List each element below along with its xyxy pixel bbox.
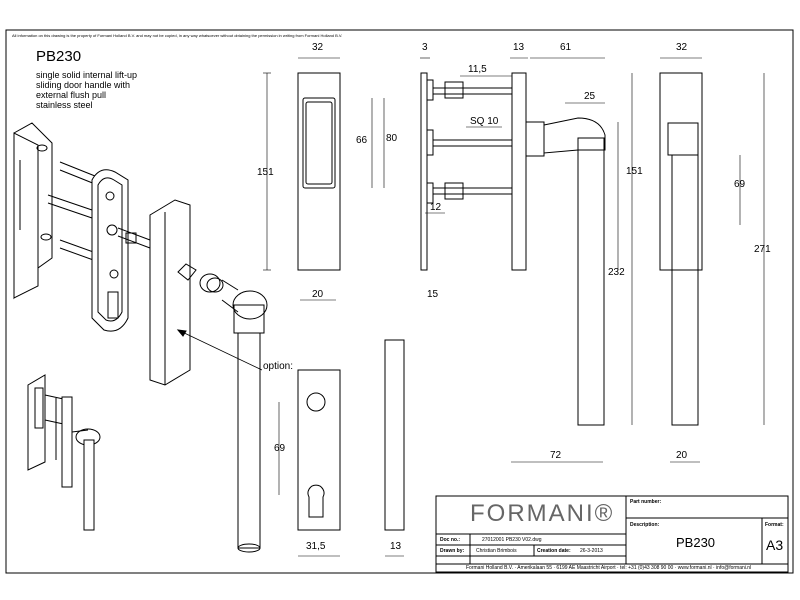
dim-lever-height-151: 151 [626,166,643,177]
dim-lever-arm: 25 [584,91,596,102]
copyright-notice: All information on this drawing is the p… [12,33,343,38]
dim-option-width: 31,5 [306,541,326,552]
dim-side-bottom: 15 [427,289,439,300]
doc-no-value: 27012001 PB230 V02.dwg [482,537,542,543]
dim-spindle: SQ 10 [470,116,499,127]
doc-no-label: Doc no.: [440,537,460,543]
dim-lever-projection: 61 [560,42,572,53]
dim-right-width: 32 [676,42,688,53]
dim-recess-outer-height: 80 [386,133,398,144]
dim-front-bottom-width: 20 [312,289,324,300]
description-label: Description: [630,522,660,528]
dim-option-side: 13 [390,541,402,552]
creation-date-value: 26-3-2013 [580,548,603,554]
option-front-plate [278,339,405,557]
format-value: A3 [766,537,784,553]
dim-right-height-69: 69 [734,179,746,190]
drawing-border [5,29,794,574]
exploded-view-illustration [13,122,268,553]
description-line: sliding door handle with [36,80,131,90]
description-line: external flush pull [36,90,107,100]
dim-rosette: 13 [513,42,525,53]
description-line: stainless steel [36,100,93,110]
dim-spindle-offset: 11,5 [468,64,487,75]
product-code: PB230 [36,48,82,65]
drawn-by-label: Drawn by: [440,548,465,554]
part-number-label: Part number: [630,499,662,505]
creation-date-label: Creation date: [537,548,571,554]
drawn-by-value: Christian Brimbois [476,548,517,554]
dim-front-height: 151 [257,167,274,178]
right-view-lever [659,57,765,463]
side-view-assembly [420,57,633,463]
dim-lever-total-projection: 72 [550,450,562,461]
front-view-flush-pull [263,57,385,301]
dim-lever-height-232: 232 [608,267,625,278]
description-line: single solid internal lift-up [36,70,138,80]
format-label: Format: [765,522,784,528]
dim-option-height: 69 [274,443,286,454]
dim-side-thickness: 3 [422,42,428,53]
description-value: PB230 [676,535,716,550]
dim-recess-height: 66 [356,135,368,146]
product-description: single solid internal lift-up sliding do… [36,70,137,110]
dim-inner-offset: 12 [430,202,442,213]
formani-logo: FORMANI® [470,500,615,527]
title-block-frame [435,495,789,573]
dim-right-height-271: 271 [754,244,771,255]
option-label: option: [263,361,294,372]
company-footer: Formani Holland B.V. · Amerikalaan 55 · … [466,565,752,571]
dim-front-width: 32 [312,42,324,53]
dim-right-bottom-width: 20 [676,450,688,461]
